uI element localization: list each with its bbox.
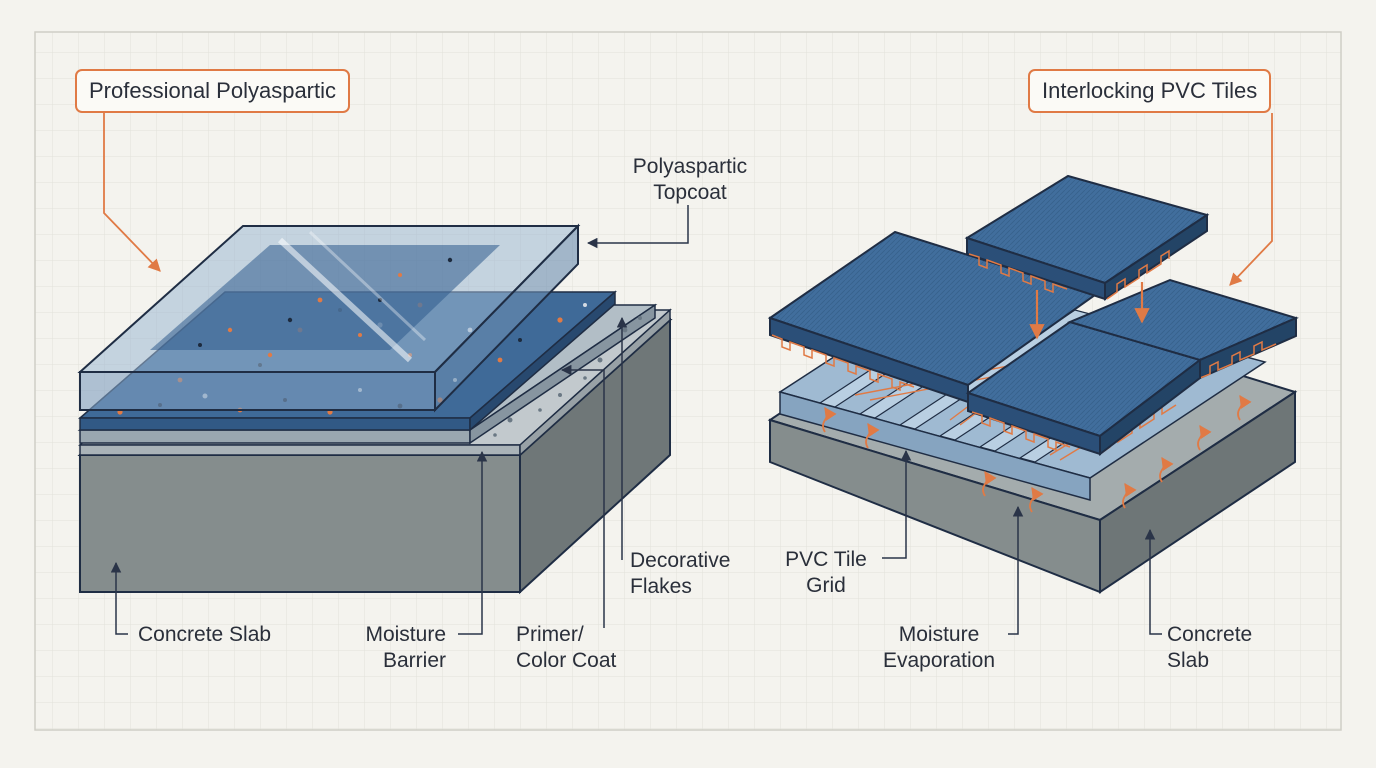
right-title-pointer <box>1229 113 1273 286</box>
topcoat-label: Polyaspartic Topcoat <box>632 155 748 204</box>
slab-left-leader <box>110 561 128 635</box>
concrete-slab-left-label: Concrete Slab <box>138 623 272 646</box>
left-title-pointer <box>103 113 161 272</box>
left-leader-lines <box>110 205 689 635</box>
pvc-tile-front-right <box>965 278 1299 457</box>
moisture-evaporation-label: Moisture Evaporation <box>882 623 996 672</box>
polyaspartic-title: Professional Polyaspartic <box>75 69 351 113</box>
moisture-evaporation-arrows <box>822 394 1252 513</box>
polyaspartic-topcoat-layer <box>77 223 581 413</box>
pvc-tile-lifted <box>964 174 1210 301</box>
primer-leader <box>560 364 605 628</box>
primer-color-coat-label: Primer/ Color Coat <box>516 623 617 672</box>
tile-drop-arrows <box>1029 282 1150 340</box>
right-leader-lines <box>882 449 1162 635</box>
concrete-slab-right-label: Concrete Slab <box>1167 623 1253 672</box>
barrier-leader <box>458 450 488 635</box>
flakes-label: Decorative Flakes <box>630 549 731 598</box>
evaporation-leader <box>1008 505 1024 635</box>
slab-right-leader <box>1144 528 1162 635</box>
pvc-tile-grid-label: PVC Tile Grid <box>785 548 867 597</box>
pvc-tiles-title: Interlocking PVC Tiles <box>1028 69 1272 113</box>
moisture-barrier-label: Moisture Barrier <box>365 623 446 672</box>
topcoat-leader <box>586 205 689 249</box>
grid-leader <box>882 449 912 559</box>
